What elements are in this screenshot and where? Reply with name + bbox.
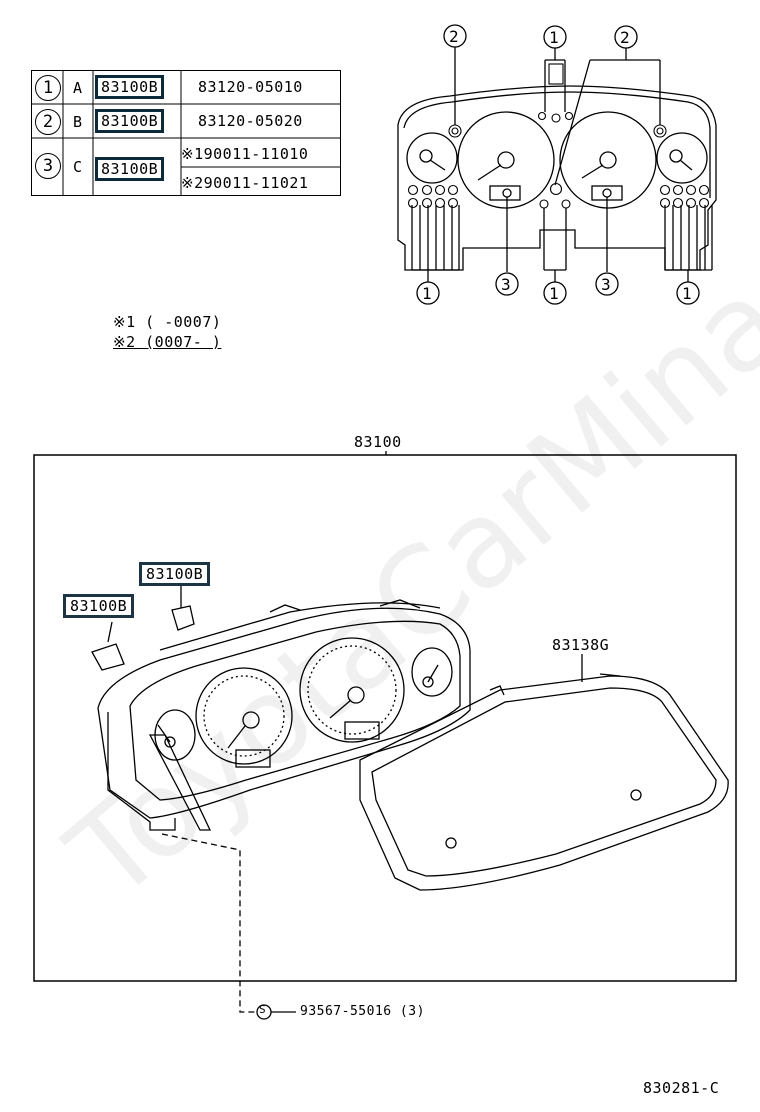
cluster-back-view (397, 24, 717, 305)
row-3-number: 3 (35, 153, 61, 179)
bulb-ref-upper[interactable]: 83100B (138, 562, 211, 586)
glass-ref[interactable]: 83138G (552, 636, 610, 654)
callout-bottom-1-left: 1 (422, 284, 433, 303)
assembly-ref[interactable]: 83100 (354, 433, 402, 451)
parts-table-grid (31, 70, 341, 196)
row-1-part-ref[interactable]: 83100B (94, 75, 165, 99)
callout-bottom-1-right: 1 (682, 284, 693, 303)
row-2-part-ref[interactable]: 83100B (94, 109, 165, 133)
row-3-part-ref[interactable]: 83100B (94, 157, 165, 181)
row-2-number: 2 (35, 109, 61, 135)
row-3-part-number-1[interactable]: ※190011-11010 (181, 145, 309, 163)
row-1-part-number[interactable]: 83120-05010 (198, 78, 303, 96)
parts-table: 1 A 83100B 83120-05010 2 B 83100B 83120-… (31, 70, 341, 196)
screw-symbol: S (259, 1003, 266, 1016)
main-exploded-diagram (33, 448, 737, 1020)
callout-top-2-right: 2 (620, 28, 631, 47)
row-3-letter: C (73, 158, 83, 176)
row-1-letter: A (73, 79, 83, 97)
bulb-ref-lower[interactable]: 83100B (62, 594, 135, 618)
callout-bottom-1-center: 1 (549, 284, 560, 303)
note-2: ※2 (0007- ) (113, 333, 222, 351)
screw-ref[interactable]: 93567-55016 (3) (300, 1004, 425, 1019)
callout-bottom-3-left: 3 (501, 275, 512, 294)
note-1: ※1 ( -0007) (113, 313, 222, 331)
callout-top-2-left: 2 (449, 27, 460, 46)
row-2-letter: B (73, 113, 83, 131)
row-1-number: 1 (35, 75, 61, 101)
callout-bottom-3-right: 3 (601, 275, 612, 294)
row-3-part-number-2[interactable]: ※290011-11021 (181, 174, 309, 192)
callout-top-1: 1 (549, 28, 560, 47)
diagram-code: 830281-C (643, 1079, 720, 1097)
row-2-part-number[interactable]: 83120-05020 (198, 112, 303, 130)
